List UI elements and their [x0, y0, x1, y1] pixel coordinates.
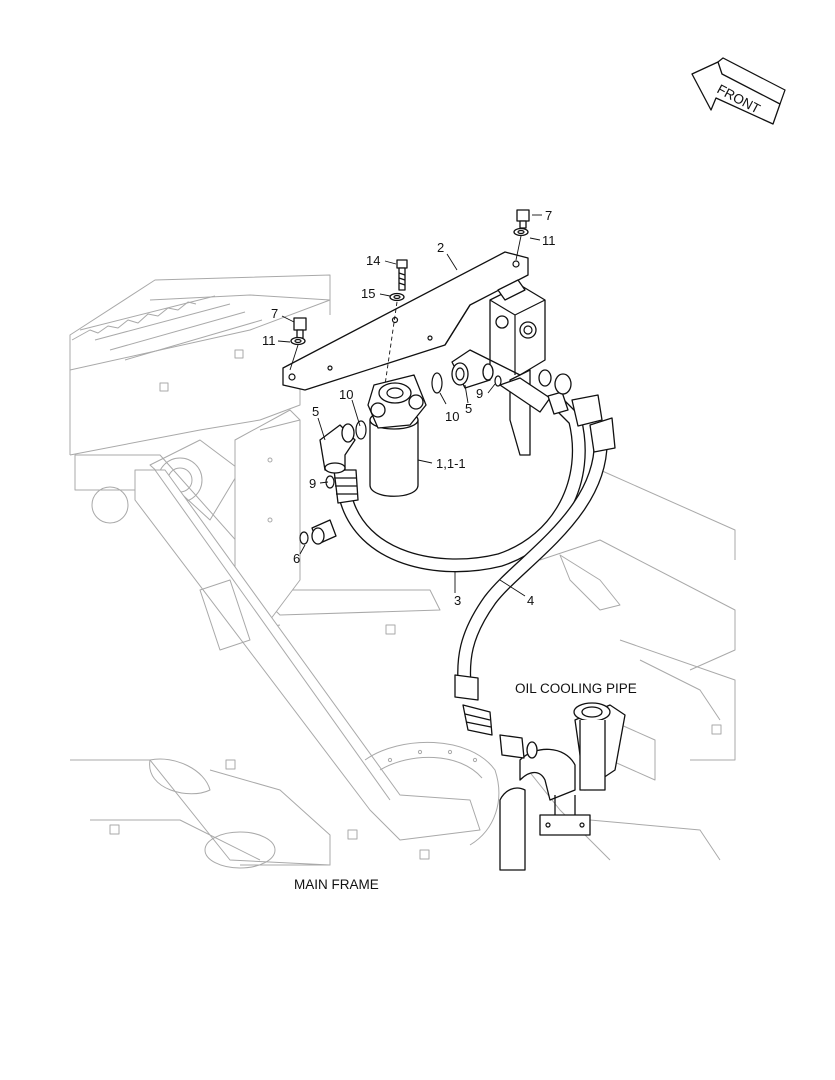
callout-5-right: 5: [465, 401, 472, 416]
callout-2: 2: [437, 240, 444, 255]
main-frame-caption: MAIN FRAME: [294, 877, 379, 892]
callout-15: 15: [361, 286, 375, 301]
callout-9-right: 9: [476, 386, 483, 401]
callout-5-left: 5: [312, 404, 319, 419]
oil-cooling-pipe-caption: OIL COOLING PIPE: [515, 681, 637, 696]
main-frame-background: [69, 274, 736, 869]
mounting-bracket: [282, 251, 529, 391]
callout-3: 3: [454, 593, 461, 608]
oil-cooling-pipe: [499, 702, 626, 871]
callout-10-right: 10: [445, 409, 459, 424]
front-direction-arrow: FRONT: [691, 57, 786, 125]
callout-6: 6: [293, 551, 300, 566]
callout-4: 4: [527, 593, 534, 608]
callout-7-right: 7: [545, 208, 552, 223]
callouts: 7 11 2 14 15 7 11 10 5 10 5 9 9 1,1-1 6 …: [262, 208, 556, 608]
hose-assembly: [333, 369, 616, 759]
callout-11-right: 11: [542, 233, 556, 248]
elbow-fittings: [299, 349, 502, 545]
bolts-and-washers: [289, 209, 530, 386]
callout-7-left: 7: [271, 306, 278, 321]
callout-9-left: 9: [309, 476, 316, 491]
callout-14: 14: [366, 253, 380, 268]
oil-filter: [367, 374, 427, 497]
callout-10-left: 10: [339, 387, 353, 402]
callout-1-1-1: 1,1-1: [436, 456, 466, 471]
callout-11-left: 11: [262, 333, 276, 348]
leader-lines: [277, 214, 542, 597]
valve-block: [489, 279, 546, 456]
